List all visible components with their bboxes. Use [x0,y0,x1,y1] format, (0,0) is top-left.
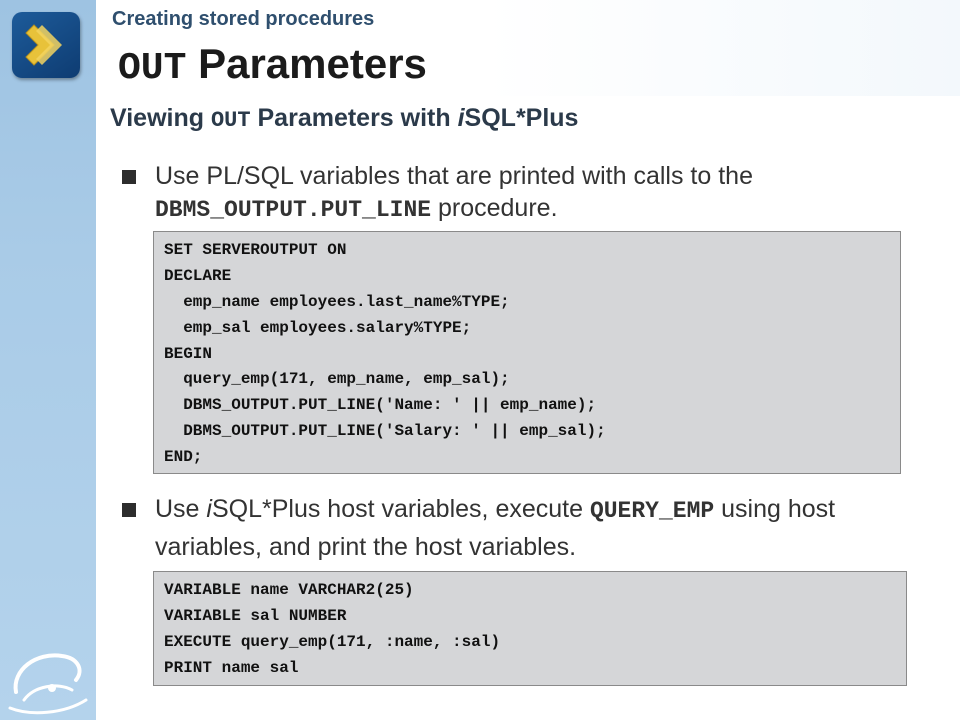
code-line: DBMS_OUTPUT.PUT_LINE('Salary: ' || emp_s… [164,422,606,441]
code-line: DECLARE [164,266,232,285]
bullet-item-1: Use PL/SQL variables that are printed wi… [122,160,902,226]
bullet2-italic: i [206,495,212,523]
subtitle-italic: i [457,104,465,132]
chevron-right-icon [25,24,62,66]
code-line: emp_name employees.last_name%TYPE; [164,292,510,311]
bullet1-text-after: procedure. [431,194,558,222]
page-title-text: Parameters [186,40,427,87]
bullet-text-1: Use PL/SQL variables that are printed wi… [155,160,902,226]
code-line: END; [164,448,203,467]
bullet2-text-before: Use [155,495,207,523]
header-band [96,0,960,96]
code-line: VARIABLE name VARCHAR2(25) [164,581,414,599]
swirl-logo-icon [8,653,88,715]
page-title-code: OUT [118,47,187,90]
next-slide-button[interactable] [12,12,80,78]
code-line: BEGIN [164,344,213,363]
subtitle: Viewing OUT Parameters with iSQL*Plus [110,104,578,133]
code-line: SET SERVEROUTPUT ON [164,241,347,259]
code-line: VARIABLE sal NUMBER [164,606,347,625]
bullet2-code: QUERY_EMP [589,498,715,524]
subtitle-prefix: Viewing [110,104,211,132]
code-line: EXECUTE query_emp(171, :name, :sal) [164,632,501,651]
code-line: DBMS_OUTPUT.PUT_LINE('Name: ' || emp_nam… [164,396,597,415]
left-sidebar [0,0,96,720]
code-line: emp_sal employees.salary%TYPE; [164,318,472,337]
subtitle-middle: Parameters with [250,104,458,132]
code-block-2: VARIABLE name VARCHAR2(25) VARIABLE sal … [153,571,907,686]
subtitle-suffix: SQL*Plus [464,104,579,132]
bullet-text-2: Use iSQL*Plus host variables, execute QU… [155,491,902,565]
bullet1-code: DBMS_OUTPUT.PUT_LINE [155,197,432,223]
bullet-item-2: Use iSQL*Plus host variables, execute QU… [122,491,902,565]
bullet1-text-before: Use PL/SQL variables that are printed wi… [155,162,753,190]
bullet-square-icon [122,170,136,184]
section-label: Creating stored procedures [112,8,375,30]
bullet2-text-mid: SQL*Plus host variables, execute [211,495,590,523]
code-line: PRINT name sal [164,658,299,677]
bullet2-text-after: using host variables, and print the host… [155,495,836,561]
code-line: query_emp(171, emp_name, emp_sal); [164,370,510,389]
subtitle-code: OUT [210,108,251,133]
code-block-1: SET SERVEROUTPUT ON DECLARE emp_name emp… [153,231,901,474]
page-title: OUT Parameters [118,40,427,90]
bullet-square-icon [122,503,136,517]
